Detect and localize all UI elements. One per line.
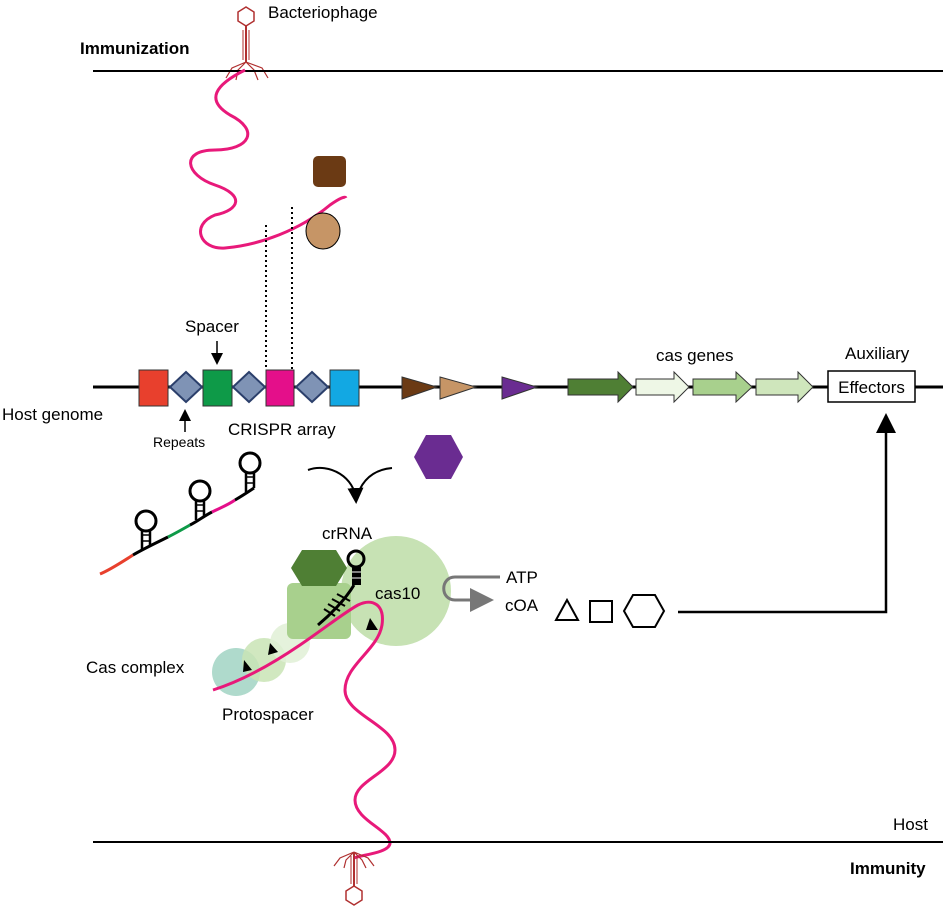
brown-square-protein <box>313 156 346 187</box>
spacer-label: Spacer <box>185 317 239 336</box>
pre-crrna <box>99 451 262 576</box>
coa-hexagon-icon <box>622 594 666 628</box>
cas-gene-arrow-1 <box>567 370 634 404</box>
crispr-array <box>138 369 360 407</box>
auxiliary-label: Auxiliary <box>845 344 910 363</box>
atp-coa-arrow <box>442 575 500 612</box>
hairpin-2 <box>188 479 212 520</box>
phage-head-bottom <box>345 885 363 906</box>
processing-arrow <box>307 467 364 504</box>
cas10-subunit <box>341 536 451 646</box>
immunity-heading: Immunity <box>850 859 926 878</box>
purple-hexagon-protein <box>414 435 463 479</box>
effector-activation-arrow <box>678 413 896 614</box>
repeats-label: Repeats <box>153 434 205 450</box>
cas10-label: cas10 <box>375 584 420 603</box>
repeat-diamond-2 <box>231 370 267 404</box>
repeat-diamond-3 <box>294 370 330 404</box>
crrna-label: crRNA <box>322 524 373 543</box>
cas-gene-arrow-3 <box>692 370 753 404</box>
crispr-array-label: CRISPR array <box>228 420 336 439</box>
coa-triangle-icon <box>554 597 580 621</box>
gene-triangle-purple <box>501 376 539 400</box>
top-phage <box>225 6 269 81</box>
complex-body-green <box>287 583 351 639</box>
cas-genes-label: cas genes <box>656 346 734 365</box>
cas-complex-label: Cas complex <box>86 658 185 677</box>
phage-head-top <box>237 6 255 27</box>
coa-label: cOA <box>505 596 539 615</box>
host-genome-label: Host genome <box>2 405 103 424</box>
complex-head-dark <box>291 550 347 586</box>
protospacer-label: Protospacer <box>222 705 314 724</box>
repeat-diamond-1 <box>168 370 204 404</box>
spacer-red <box>138 369 169 407</box>
host-label: Host <box>893 815 928 834</box>
cas-gene-arrow-4 <box>755 370 814 404</box>
spacer-blue <box>329 369 360 407</box>
effectors-box <box>827 370 916 403</box>
atp-label: ATP <box>506 568 538 587</box>
hairpin-3 <box>238 451 262 492</box>
protospacer-dna <box>212 600 397 860</box>
cas-gene-arrow-2 <box>635 370 690 404</box>
tan-circle-protein <box>305 212 341 250</box>
bottom-phage <box>333 851 375 906</box>
spacer-green <box>202 369 233 407</box>
cas-complex <box>212 536 451 696</box>
gene-triangle-brown-dark <box>401 376 439 400</box>
effectors-label: Effectors <box>838 378 905 397</box>
immunization-heading: Immunization <box>80 39 190 58</box>
coa-square-icon <box>589 600 613 623</box>
hairpin-1 <box>134 509 158 550</box>
spacer-magenta <box>265 369 295 407</box>
gene-triangle-brown-light <box>439 376 478 400</box>
bacteriophage-label: Bacteriophage <box>268 3 378 22</box>
